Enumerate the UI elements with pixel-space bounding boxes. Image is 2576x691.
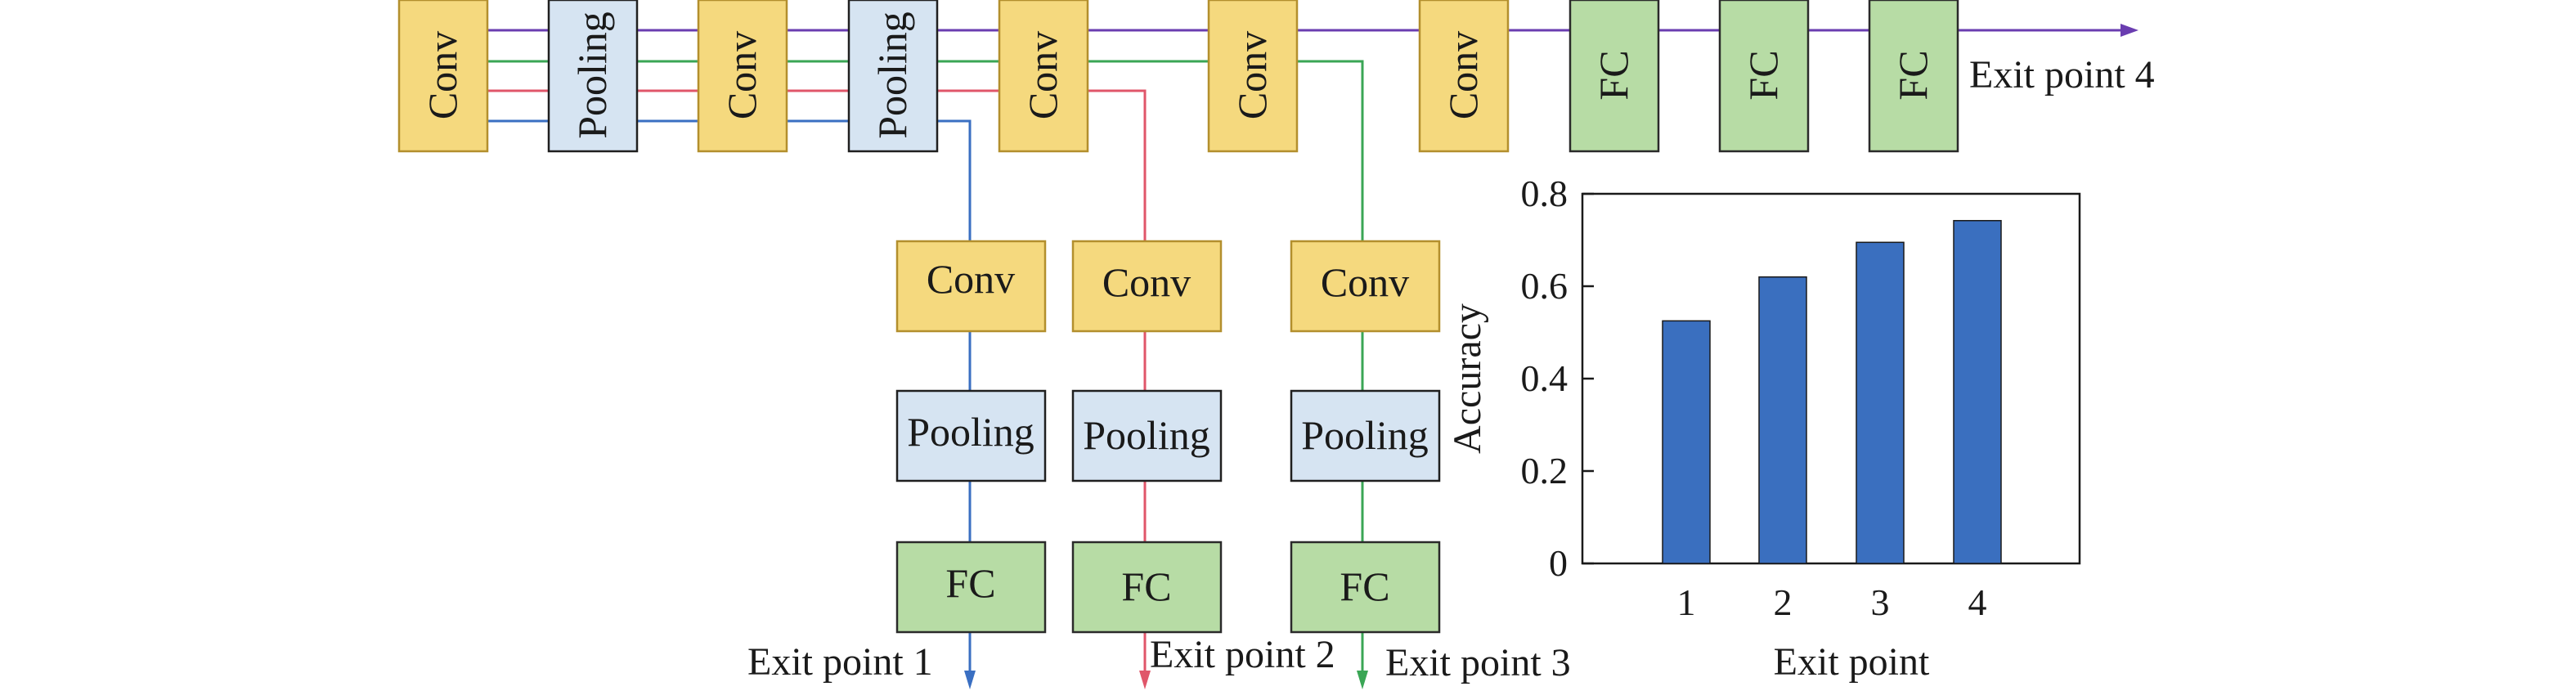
y-tick-label-2: 0.4 [1521, 357, 1568, 399]
x-tick-label-1: 1 [1677, 581, 1696, 623]
branch-3-fc-block [1290, 541, 1441, 634]
branch-2-fc-label: FC [1121, 563, 1171, 609]
y-tick-label-1: 0.2 [1521, 450, 1568, 491]
main-block-3-conv: Conv [697, 0, 788, 153]
chart-y-axis-title: Accuracy [1446, 303, 1489, 454]
exit-point-2-label: Exit point 2 [1150, 633, 1335, 676]
main-block-1-label: Conv [420, 31, 465, 119]
y-tick-label-4: 0.8 [1521, 173, 1568, 214]
bar-exit-point-3 [1856, 241, 1905, 564]
branch-3-pooling-block [1290, 389, 1441, 482]
branch-3-conv-label: Conv [1321, 259, 1409, 305]
main-block-4-label: Pooling [869, 11, 915, 139]
main-block-4-pooling: Pooling [847, 0, 939, 153]
branch-1-connector [937, 119, 972, 241]
exit-point-1-arrow-head [964, 671, 976, 689]
exit-point-1-label: Exit point 1 [747, 640, 933, 684]
main-block-2-label: Pooling [569, 11, 615, 139]
main-block-10-fc: FC [1868, 0, 1959, 153]
branch-2-connector [1084, 89, 1147, 241]
main-block-3-label: Conv [719, 31, 765, 119]
x-tick-label-4: 4 [1968, 581, 1987, 623]
branch-2-conv-label: Conv [1102, 259, 1191, 305]
branch-2-pooling-label: Pooling [1083, 412, 1210, 458]
x-tick-label-3: 3 [1871, 581, 1890, 623]
chart-x-ticks: 1 2 3 4 [1677, 581, 1987, 623]
branch-1-pooling-label: Pooling [907, 409, 1034, 455]
branch-1-fc-block [895, 541, 1047, 634]
chart-x-axis-title: Exit point [1774, 640, 1930, 684]
main-block-2-pooling: Pooling [547, 0, 639, 153]
branch-3-conv-block [1290, 240, 1441, 333]
branch-3-fc-label: FC [1340, 563, 1389, 609]
branch-2-fc-block [1071, 541, 1223, 634]
branch-3-pooling-label: Pooling [1301, 412, 1429, 458]
main-block-1-conv: Conv [397, 0, 489, 153]
main-block-6-label: Conv [1229, 31, 1275, 119]
branch-2-conv-block [1071, 240, 1223, 333]
branch-3: Conv Pooling FC Exit point 3 [1290, 240, 1571, 684]
exit-point-3-label: Exit point 3 [1385, 641, 1571, 684]
main-path-blocks: Conv Pooling Conv Pooling Conv Conv Conv [397, 0, 1959, 153]
main-block-10-label: FC [1890, 50, 1936, 100]
branch-1: Conv Pooling FC Exit point 1 [747, 240, 1047, 684]
bar-exit-point-4 [1953, 220, 2002, 564]
branch-1-fc-label: FC [945, 560, 995, 606]
branch-1-conv-block [895, 240, 1047, 333]
x-tick-label-2: 2 [1774, 581, 1793, 623]
main-block-5-conv: Conv [998, 0, 1089, 153]
main-block-8-fc: FC [1568, 0, 1660, 153]
accuracy-bar-chart: 0 0.2 0.4 0.6 0.8 1 2 3 4 Accuracy Exit point [1446, 173, 2081, 684]
branch-1-pooling-block [895, 389, 1047, 482]
chart-plot-frame [1581, 192, 2081, 565]
exit-point-4-label: Exit point 4 [1969, 53, 2155, 96]
y-tick-label-3: 0.6 [1521, 265, 1568, 307]
chart-bars [1662, 220, 2002, 564]
branch-2-pooling-block [1071, 389, 1223, 482]
branch-3-connector [1305, 60, 1364, 241]
exit-point-2-arrow-head [1139, 671, 1151, 689]
bar-exit-point-1 [1662, 320, 1711, 564]
main-block-7-conv: Conv [1418, 0, 1510, 153]
main-block-9-fc: FC [1718, 0, 1810, 153]
chart-y-ticks: 0 0.2 0.4 0.6 0.8 [1521, 173, 1594, 584]
main-block-8-label: FC [1591, 50, 1636, 100]
exit-point-4-arrow-head [2120, 24, 2138, 37]
main-block-9-label: FC [1740, 50, 1786, 100]
main-block-7-label: Conv [1440, 31, 1486, 119]
bar-exit-point-2 [1758, 276, 1807, 564]
branch-2: Conv Pooling FC Exit point 2 [1071, 240, 1335, 676]
y-tick-label-0: 0 [1549, 542, 1568, 584]
exit-point-3-arrow-head [1357, 671, 1368, 689]
branch-1-conv-label: Conv [927, 256, 1015, 302]
main-block-5-label: Conv [1020, 31, 1066, 119]
main-block-6-conv: Conv [1207, 0, 1299, 153]
